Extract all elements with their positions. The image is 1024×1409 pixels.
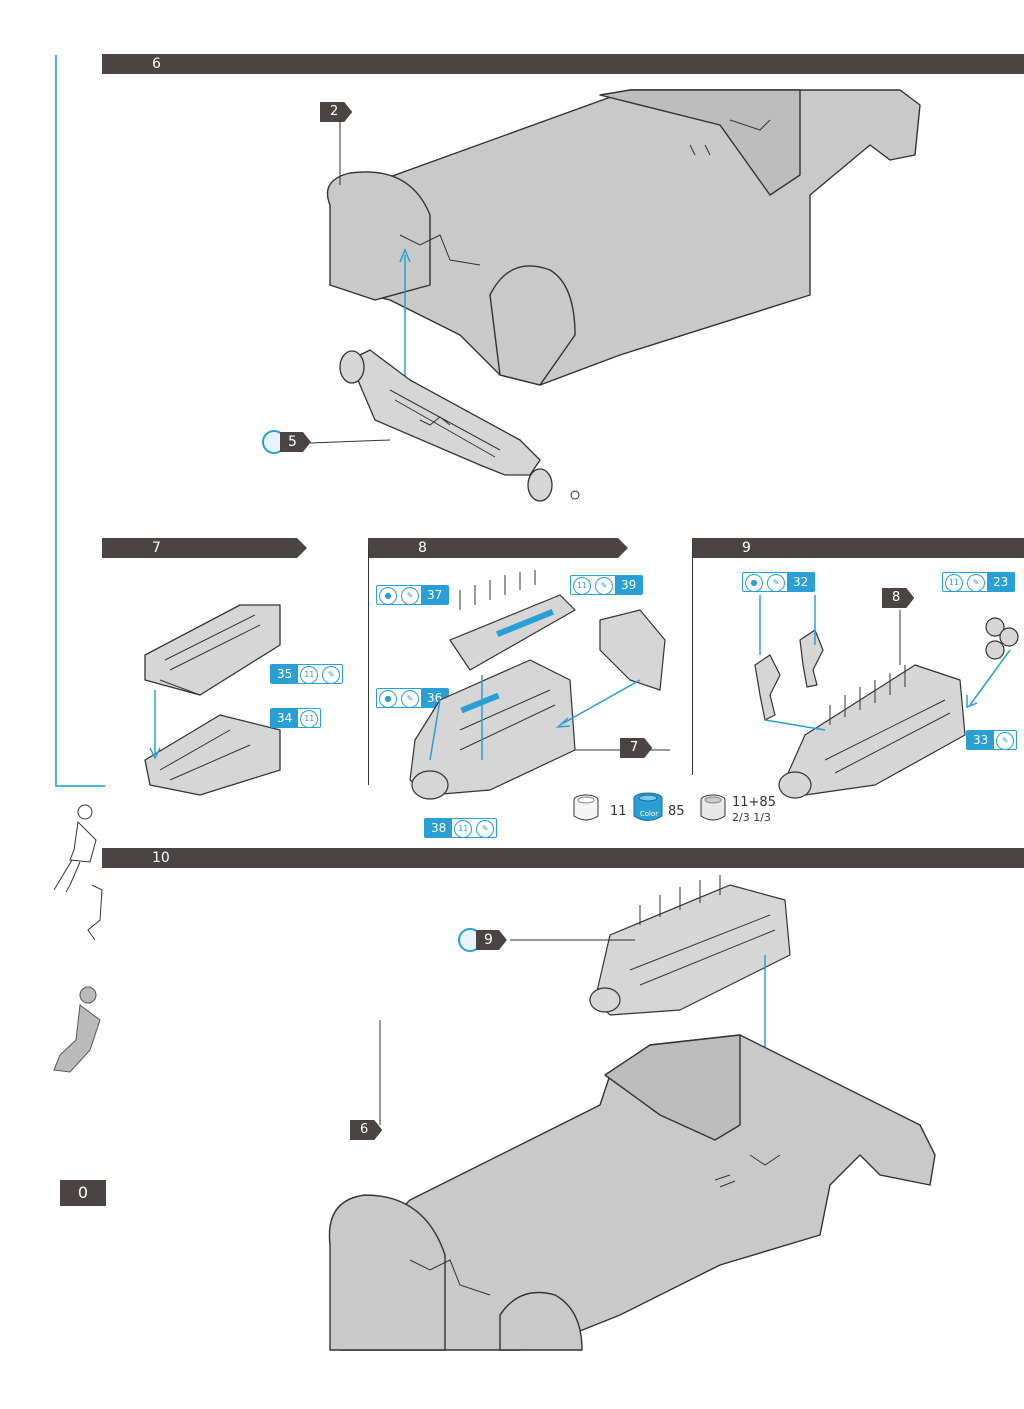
paint-pot-icon: 11 bbox=[300, 666, 319, 684]
ref-tag-2: 2 bbox=[320, 102, 352, 122]
step-7-header: 7 bbox=[102, 538, 307, 558]
step-8-number: 8 bbox=[418, 540, 427, 556]
step8-engine-drawing bbox=[409, 570, 670, 800]
ref-tag-6: 6 bbox=[350, 1120, 382, 1140]
paint-code-b: 85 bbox=[668, 804, 685, 819]
step10-engine-drawing bbox=[510, 875, 791, 1165]
paint-pot-icon: 11 bbox=[945, 574, 963, 592]
brush-icon: ✎ bbox=[595, 577, 613, 595]
glue-icon: ● bbox=[745, 574, 763, 592]
callout-part-38: 38 11 ✎ bbox=[424, 818, 498, 838]
step6-leader-lines bbox=[309, 120, 411, 444]
ref-label-5: 5 bbox=[280, 432, 311, 452]
ref-tag-8: 8 bbox=[882, 588, 914, 608]
paint-pot-icon: 11 bbox=[573, 577, 591, 595]
step7-engine-cover-drawing bbox=[144, 604, 281, 796]
step-10-number: 10 bbox=[152, 850, 170, 866]
paint-can-blue-label: Color bbox=[639, 810, 659, 818]
paint-pot-icon: 11 bbox=[454, 820, 473, 838]
step6-chassis-drawing bbox=[326, 89, 921, 386]
brush-icon: ✎ bbox=[967, 574, 985, 592]
step8-divider bbox=[368, 545, 369, 785]
step-7-number: 7 bbox=[152, 540, 161, 556]
glue-icon: ● bbox=[379, 690, 397, 708]
callout-part-35: 35 11 ✎ bbox=[270, 664, 344, 684]
brush-icon: ✎ bbox=[996, 732, 1015, 750]
callout-part-39: 11 ✎ 39 bbox=[570, 575, 644, 595]
ref-tag-7: 7 bbox=[620, 738, 652, 758]
step9-engine-drawing bbox=[754, 595, 1019, 799]
paint-can-white-icon bbox=[573, 794, 599, 821]
paint-pot-icon: 11 bbox=[300, 710, 319, 728]
brush-icon: ✎ bbox=[322, 666, 341, 684]
left-sheet-frame bbox=[55, 55, 105, 787]
callout-part-32: ● ✎ 32 bbox=[742, 572, 816, 592]
callout-part-34: 34 11 bbox=[270, 708, 322, 728]
glue-ref-5: 5 bbox=[262, 429, 311, 455]
brush-icon: ✎ bbox=[476, 820, 495, 838]
step-10-header: 10 bbox=[102, 848, 1024, 868]
paint-code-a: 11 bbox=[610, 804, 627, 819]
paint-code-c: 11+85 bbox=[732, 795, 776, 810]
step-9-number: 9 bbox=[742, 540, 751, 556]
paint-ratio-c: 2/3 1/3 bbox=[732, 811, 771, 824]
step-9-header: 9 bbox=[692, 538, 1024, 558]
callout-part-37: ● ✎ 37 bbox=[376, 585, 450, 605]
step-6-header: 6 bbox=[102, 54, 1024, 74]
step-6-number: 6 bbox=[152, 56, 161, 72]
brush-icon: ✎ bbox=[767, 574, 785, 592]
step-8-header: 8 bbox=[368, 538, 628, 558]
glue-ref-9: 9 bbox=[458, 927, 507, 953]
callout-part-23: 11 ✎ 23 bbox=[942, 572, 1016, 592]
paint-can-blue-icon bbox=[633, 792, 663, 821]
step6-front-axle-drawing bbox=[339, 349, 580, 502]
glue-icon: ● bbox=[379, 587, 397, 605]
paint-can-mix-icon bbox=[700, 794, 726, 821]
page-number: 0 bbox=[60, 1180, 106, 1206]
left-figure-sketches bbox=[53, 804, 103, 1073]
brush-icon: ✎ bbox=[401, 690, 419, 708]
step9-divider bbox=[692, 545, 693, 775]
brush-icon: ✎ bbox=[401, 587, 419, 605]
step10-chassis-drawing bbox=[328, 1020, 936, 1351]
callout-part-33: 33 ✎ bbox=[966, 730, 1018, 750]
ref-label-9: 9 bbox=[476, 930, 507, 950]
